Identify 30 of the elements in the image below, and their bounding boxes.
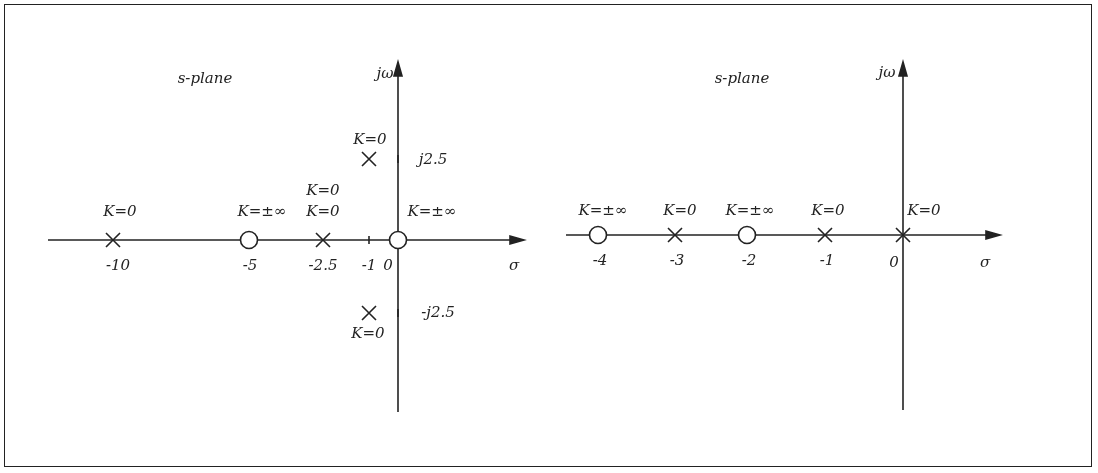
axis-label: K=0 [907,202,941,218]
axis-label: K=±∞ [725,202,775,218]
axis-label: σ [979,254,991,270]
axis-label: -1 [819,252,835,268]
axis-label: K=0 [306,182,340,198]
axis-label: K=0 [306,203,340,219]
axis-label: -4 [592,252,608,268]
axis-label: K=±∞ [407,203,457,219]
axis-label: s-plane [714,70,770,86]
axis-label: K=0 [353,131,387,147]
axis-label: j2.5 [418,151,448,167]
axis-label: K=0 [351,325,385,341]
axis-label: -2.5 [308,257,338,273]
axis-label: -5 [242,257,258,273]
axis-label: σ [508,257,520,273]
axis-label: jω [376,65,394,81]
axis-label: -j2.5 [421,304,455,320]
axis-label: -1 [361,257,377,273]
axis-label: 0 [889,254,899,270]
axis-label: K=0 [663,202,697,218]
axis-label: jω [878,64,896,80]
axis-label: s-plane [177,70,233,86]
axis-label: -3 [669,252,685,268]
axis-label: -2 [741,252,757,268]
axis-label: K=0 [103,203,137,219]
axis-label: K=±∞ [578,202,628,218]
axis-label: 0 [383,257,393,273]
axis-label: -10 [105,257,131,273]
axis-label: K=0 [811,202,845,218]
axis-label: K=±∞ [237,203,287,219]
